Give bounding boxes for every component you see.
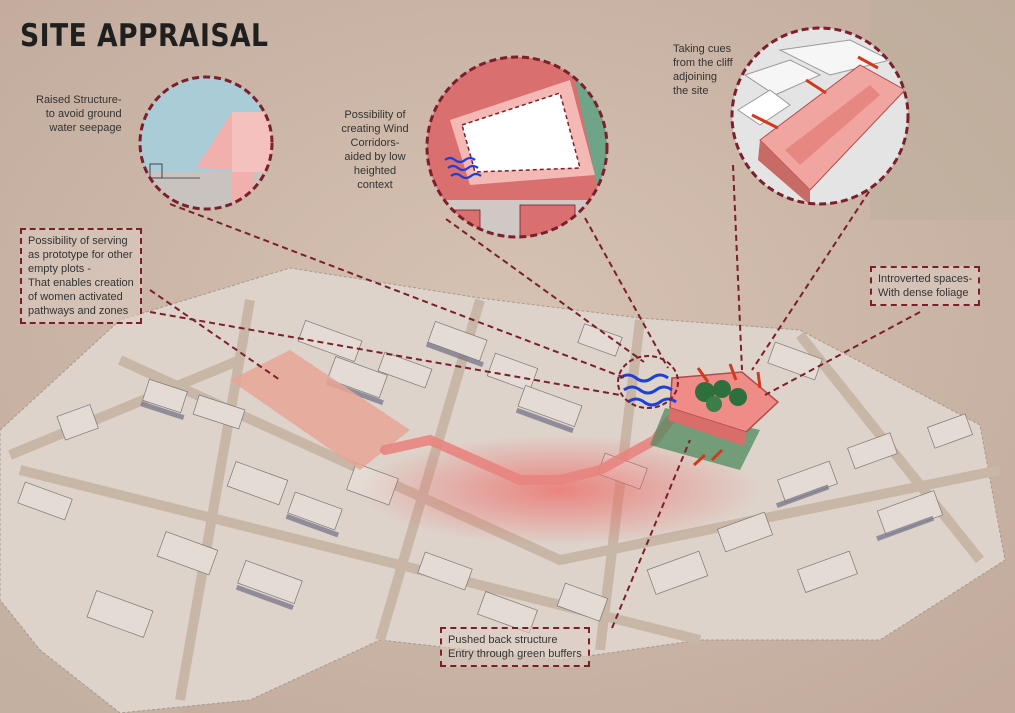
building-block xyxy=(926,413,974,449)
note-line: Corridors- xyxy=(350,137,400,149)
wind-corridor-note: Possibility of creating Wind Corridors- … xyxy=(330,108,420,192)
note-line: Pushed back structure xyxy=(448,634,558,646)
building-block xyxy=(86,590,154,638)
building-block xyxy=(327,356,388,399)
leader-lines xyxy=(149,164,921,629)
building-block xyxy=(142,378,188,414)
note-line: as prototype for other xyxy=(28,249,133,261)
building-shadow xyxy=(425,341,484,368)
tree-canopy xyxy=(729,388,747,406)
site-arrows xyxy=(692,363,762,467)
building-block xyxy=(237,560,303,604)
note-line: pathways and zones xyxy=(28,305,129,317)
building-block xyxy=(17,481,73,521)
building-shadow xyxy=(775,484,830,509)
wind-arrows-map xyxy=(619,373,677,407)
building-block xyxy=(767,341,823,381)
empty-plot xyxy=(230,350,410,470)
building-block xyxy=(556,582,609,622)
building-block xyxy=(477,591,538,634)
raised-structure-inset xyxy=(138,75,274,211)
building-block xyxy=(417,551,473,591)
note-line: heighted xyxy=(353,165,397,177)
building-block xyxy=(847,432,898,470)
note-line: creating Wind xyxy=(341,123,409,135)
note-line: Possibility of serving xyxy=(28,235,128,247)
building-block xyxy=(297,319,363,363)
note-line: adjoining xyxy=(673,71,718,83)
building-shadow xyxy=(515,407,574,434)
tree-canopy xyxy=(706,396,722,412)
note-line: Taking cues xyxy=(673,43,732,55)
note-line: of women activated xyxy=(28,291,123,303)
cliff-note: Taking cues from the cliff adjoining the… xyxy=(673,42,733,98)
prototype-note: Possibility of serving as prototype for … xyxy=(20,228,142,324)
note-line: the site xyxy=(673,85,709,97)
note-line: aided by low xyxy=(344,151,406,163)
building-block xyxy=(716,511,774,553)
note-line: Possibility of xyxy=(344,109,406,121)
building-block xyxy=(517,384,583,428)
building-block xyxy=(377,351,433,389)
building-shadow xyxy=(235,584,294,611)
site-green-buffer xyxy=(650,408,760,470)
pushed-back-note: Pushed back structure Entry through gree… xyxy=(440,627,590,667)
building-block xyxy=(486,352,539,392)
building-block xyxy=(797,550,858,593)
note-line: Raised Structure- xyxy=(36,94,122,106)
site-building xyxy=(650,371,780,470)
note-line: water seepage xyxy=(49,122,122,134)
introverted-note: Introverted spaces- With dense foliage xyxy=(870,266,981,306)
note-line: That enables creation xyxy=(28,277,134,289)
site-focus-ellipse xyxy=(617,355,679,409)
note-line: empty plots - xyxy=(28,263,91,275)
tree-canopy xyxy=(695,382,715,402)
pathway-glow xyxy=(360,435,760,545)
building-shadow xyxy=(876,515,935,542)
building-shadow xyxy=(140,401,185,420)
note-line: to avoid ground xyxy=(45,108,122,120)
site-block-side xyxy=(668,408,746,446)
building-block xyxy=(156,531,219,576)
raised-structure-note: Raised Structure- to avoid ground water … xyxy=(36,93,122,135)
wind-corridor-inset xyxy=(425,55,609,239)
note-line: Entry through green buffers xyxy=(448,648,582,660)
note-line: With dense foliage xyxy=(878,287,969,299)
tree-canopy xyxy=(713,380,731,398)
page-title: SITE APPRAISAL xyxy=(20,18,269,54)
cliff-inset xyxy=(730,26,910,206)
note-line: from the cliff xyxy=(673,57,733,69)
building-block xyxy=(287,491,343,531)
building-shadow xyxy=(285,513,339,538)
note-line: Introverted spaces- xyxy=(878,273,973,285)
building-block xyxy=(577,323,623,357)
note-line: context xyxy=(357,179,393,191)
building-block xyxy=(192,394,246,430)
building-block xyxy=(56,404,99,441)
building-block xyxy=(226,461,289,506)
building-block xyxy=(646,550,709,595)
